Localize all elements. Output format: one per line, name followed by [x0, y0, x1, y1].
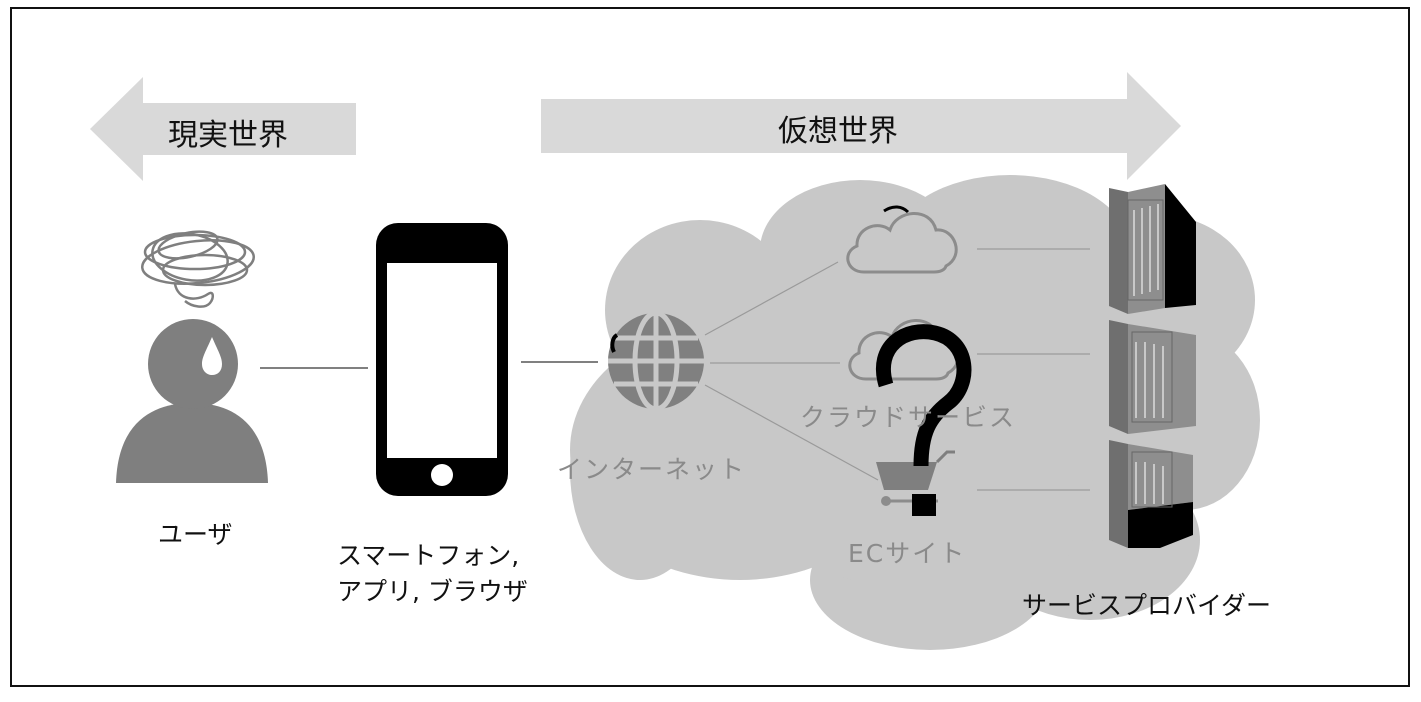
- service-provider-label: サービスプロバイダー: [1022, 586, 1271, 622]
- device-label: スマートフォン, アプリ, ブラウザ: [337, 538, 528, 610]
- building-icon: [1109, 320, 1196, 434]
- cloud-service-label: クラウドサービス: [800, 398, 1016, 434]
- user-label: ユーザ: [158, 515, 233, 551]
- building-icon: [1109, 440, 1193, 548]
- device-label-line1: スマートフォン,: [337, 538, 528, 574]
- internet-label: インターネット: [557, 450, 746, 486]
- smartphone-icon: [376, 223, 508, 496]
- virtual-world-label: 仮想世界: [778, 106, 898, 150]
- device-label-line2: アプリ, ブラウザ: [337, 574, 528, 610]
- ec-site-label: ECサイト: [848, 534, 966, 570]
- real-world-label: 現実世界: [168, 110, 288, 154]
- globe-icon: [608, 313, 704, 409]
